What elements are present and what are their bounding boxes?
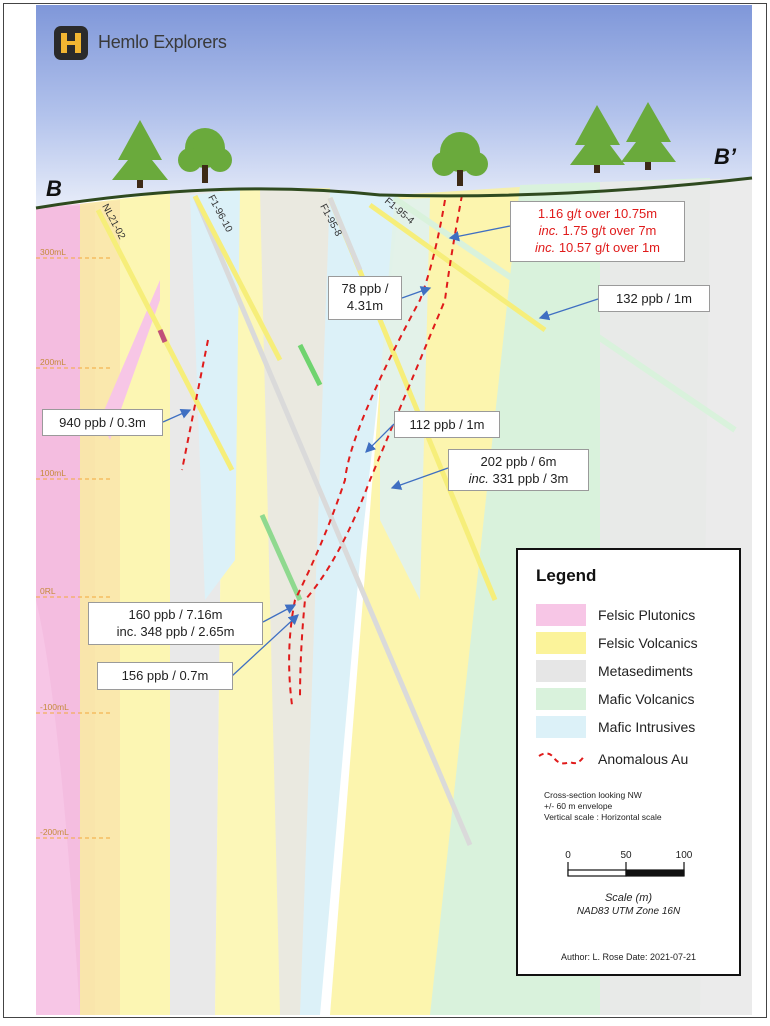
callout-1-line-3: 10.57 g/t over 1m: [555, 240, 660, 255]
au-trace-main-east: [299, 194, 463, 701]
legend-item-mafic-intrusives: Mafic Intrusives: [536, 716, 695, 738]
drill-hole-f1-95-8-upper: [327, 197, 363, 271]
scale-tick-100: 100: [676, 850, 693, 861]
drill-hole-f1-96-10: [192, 195, 473, 846]
drill-hole-f1-96-10-upper: [192, 194, 283, 362]
legend-swatch-metasediments: [536, 660, 586, 682]
legend-note-2: +/- 60 m envelope: [544, 801, 613, 811]
legend-swatch-anomalous-au: [538, 752, 585, 765]
callout-box-6: 202 ppb / 6m inc. 331 ppb / 3m: [448, 449, 589, 491]
scale-title: Scale (m): [604, 892, 653, 904]
callout-box-2: 78 ppb / 4.31m: [328, 276, 402, 320]
scale-tick-50: 50: [620, 850, 632, 861]
legend-title: Legend: [536, 566, 597, 585]
geology-units: [36, 178, 752, 1015]
logo-mark-icon: [54, 26, 88, 60]
arrow-c8: [231, 614, 299, 677]
drill-hole-f1-95-4: [368, 202, 547, 333]
arrow-c3: [538, 298, 599, 321]
logo-text: Hemlo Explorers: [98, 32, 227, 52]
unit-mafic-intrusives-west: [190, 190, 240, 600]
callout-7-line-2: inc. 348 ppb / 2.65m: [116, 624, 235, 639]
callout-2-line-1: 78 ppb /: [341, 281, 389, 296]
callout-6-line-2-prefix: inc.: [468, 471, 489, 486]
au-trace-west: [181, 339, 209, 471]
callout-box-4: 940 ppb / 0.3m: [42, 409, 163, 436]
drill-hole-mineralised-segment: [297, 343, 323, 387]
callout-4-text: 940 ppb / 0.3m: [59, 415, 146, 430]
section-label-right: B’: [714, 144, 736, 169]
trees: [112, 102, 676, 188]
arrow-c4: [162, 408, 192, 423]
arrow-c6: [390, 467, 449, 490]
legend-label-anomalous-au: Anomalous Au: [598, 751, 689, 767]
legend-swatch-felsic-plutonics: [536, 604, 586, 626]
deciduous-tree-icon: [178, 128, 232, 183]
legend-item-mafic-volcanics: Mafic Volcanics: [536, 688, 694, 710]
pine-tree-icon: [112, 120, 168, 188]
pine-tree-icon-2: [570, 105, 625, 173]
legend-item-felsic-plutonics: Felsic Plutonics: [536, 604, 695, 626]
callout-1-line-1: 1.16 g/t over 10.75m: [537, 206, 658, 221]
callout-box-5: 112 ppb / 1m: [394, 411, 500, 438]
callout-8-text: 156 ppb / 0.7m: [121, 668, 209, 683]
legend-panel: Legend Felsic Plutonics Felsic Volcanics…: [516, 548, 741, 976]
ground-surface: [35, 176, 753, 210]
drill-hole-pink-segment: [157, 329, 168, 343]
drill-hole-f1-96-10-green: [259, 513, 303, 602]
elevation-lines: [36, 257, 112, 839]
callout-6-line-1: 202 ppb / 6m: [480, 454, 557, 469]
legend-label-mafic-volcanics: Mafic Volcanics: [598, 691, 695, 707]
legend-label-mafic-intrusives: Mafic Intrusives: [598, 719, 696, 735]
legend-item-metasediments: Metasediments: [536, 660, 693, 682]
unit-mafic-intrusives-central: [300, 192, 400, 1015]
callout-3-text: 132 ppb / 1m: [616, 291, 692, 306]
callout-1-line-2: 1.75 g/t over 7m: [558, 223, 657, 238]
callout-arrows: [162, 225, 599, 677]
callout-1-line-2-prefix: inc.: [538, 223, 559, 238]
arrow-c5: [365, 423, 395, 453]
legend-note-3: Vertical scale : Horizontal scale: [544, 812, 662, 822]
legend-label-felsic-plutonics: Felsic Plutonics: [598, 607, 696, 623]
arrow-c7: [262, 604, 297, 623]
callout-5-text: 112 ppb / 1m: [409, 417, 485, 432]
legend-label-felsic-volcanics: Felsic Volcanics: [598, 635, 698, 651]
legend-note-1: Cross-section looking NW: [544, 790, 642, 800]
unit-felsic-plutonics-dyke: [100, 280, 160, 440]
elevation-labels: 300mL 200mL 100mL 0RL -100mL -200mL: [40, 247, 69, 837]
legend-swatch-mafic-intrusives: [536, 716, 586, 738]
elevation-label-100: 100mL: [40, 468, 66, 478]
callout-box-8: 156 ppb / 0.7m: [97, 662, 233, 690]
legend-swatch-mafic-volcanics: [536, 688, 586, 710]
legend-item-anomalous-au: Anomalous Au: [536, 748, 688, 770]
scale-bar: 0 50 100: [565, 850, 693, 877]
author-line: Author: L. Rose Date: 2021-07-21: [560, 952, 697, 962]
legend-label-metasediments: Metasediments: [598, 663, 693, 679]
elevation-label-0: 0RL: [40, 586, 56, 596]
scale-datum: NAD83 UTM Zone 16N: [576, 906, 681, 917]
elevation-label-200: 200mL: [40, 357, 66, 367]
pine-tree-icon-3: [621, 102, 676, 170]
callout-7-line-1: 160 ppb / 7.16m: [128, 607, 223, 622]
callout-6-line-2: 331 ppb / 3m: [488, 471, 569, 486]
arrow-c2: [401, 286, 432, 299]
scale-tick-0: 0: [565, 850, 571, 861]
section-label-left: B: [46, 176, 62, 201]
legend-swatch-felsic-volcanics: [536, 632, 586, 654]
legend-item-felsic-volcanics: Felsic Volcanics: [536, 632, 698, 654]
callout-box-1: 1.16 g/t over 10.75m inc. 1.75 g/t over …: [510, 201, 685, 262]
callout-1-line-3-prefix: inc.: [534, 240, 556, 255]
callout-2-line-2: 4.31m: [346, 298, 384, 313]
callout-box-3: 132 ppb / 1m: [598, 285, 710, 312]
elevation-label-minus200: -200mL: [40, 827, 69, 837]
elevation-label-minus100: -100mL: [40, 702, 69, 712]
deciduous-tree-icon-2: [432, 132, 488, 186]
elevation-label-300: 300mL: [40, 247, 66, 257]
arrow-c1: [448, 225, 511, 242]
callout-box-7: 160 ppb / 7.16m inc. 348 ppb / 2.65m: [88, 602, 263, 645]
